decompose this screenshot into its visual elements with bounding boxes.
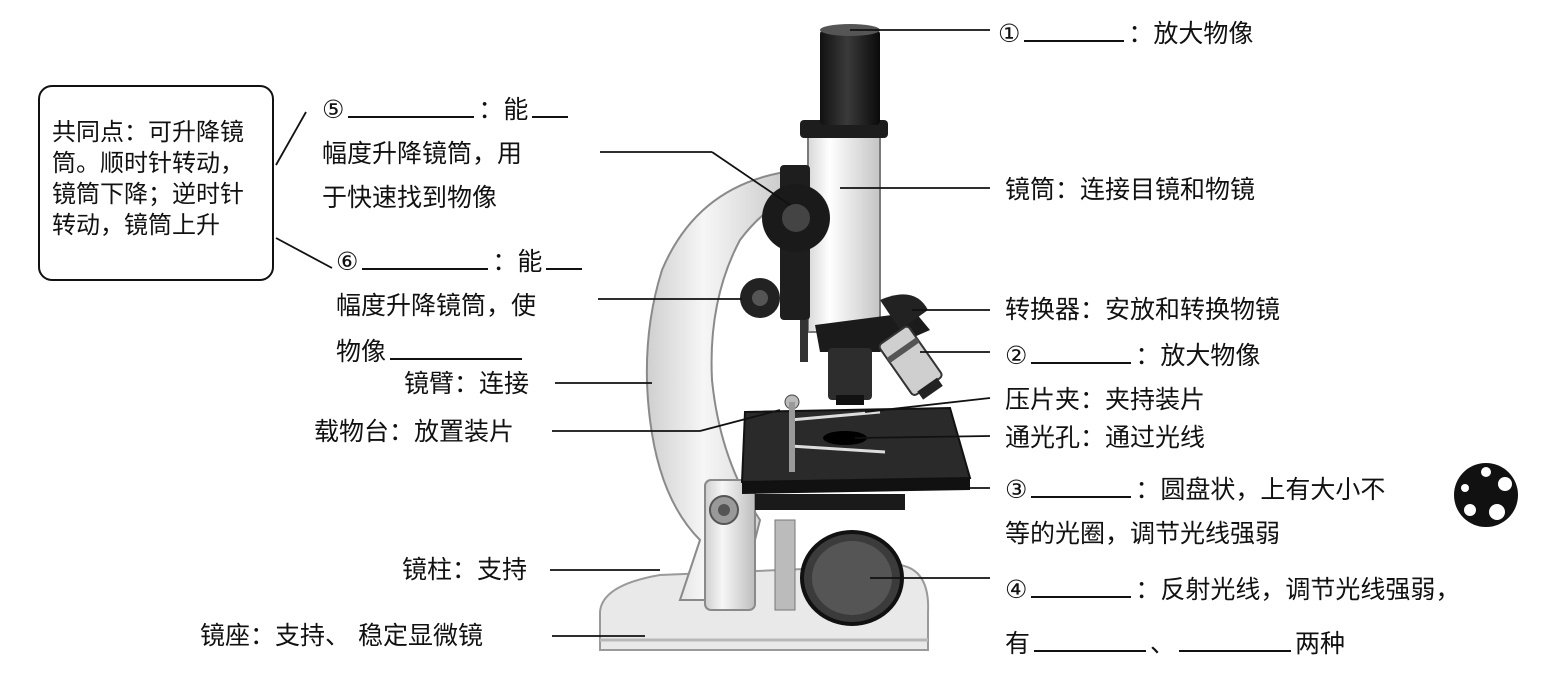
label-coarse-line3: 于快速找到物像 [322,183,498,212]
label-base: 镜座：支持、 稳定显微镜 [200,621,483,650]
label-tube: 镜筒：连接目镜和物镜 [1005,175,1256,204]
microscope-tube [800,24,888,333]
answer-blank-6c [390,334,523,360]
diaphragm-disc-icon [1454,463,1518,527]
label-objective: ②：放大物像 [1005,338,1260,372]
answer-blank-3 [1031,472,1132,498]
answer-blank-6b [546,244,583,270]
label-arm: 镜臂：连接 [404,369,530,398]
label-pillar: 镜柱：支持 [402,555,528,584]
label-mirror-line2: 有、两种 [1005,626,1345,660]
label-diaphragm: ③：圆盘状，上有大小不 [1005,472,1385,506]
label-number-1: ① [998,19,1021,48]
label-fine-line3: 物像 [336,334,526,368]
label-light-hole: 通光孔：通过光线 [1005,423,1206,452]
answer-blank-6 [362,244,489,270]
label-number-2: ② [1005,341,1028,370]
microscope-arm [645,168,812,601]
answer-blank-5 [348,92,475,118]
focus-knobs [740,165,830,362]
label-number-6: ⑥ [336,247,359,276]
label-number-4: ④ [1005,575,1028,604]
diaphragm-body [755,494,905,510]
microscope-pillar [704,479,756,611]
label-diaphragm-line2: 等的光圈，调节光线强弱 [1005,519,1281,548]
label-coarse-adjustment: ⑤：能 [322,92,572,126]
microscope-stage [740,394,972,494]
answer-blank-2 [1031,338,1132,364]
nosepiece [815,294,943,405]
label-coarse-line2: 幅度升降镜筒，用 [322,139,523,168]
answer-blank-1 [1024,16,1125,42]
label-mirror: ④：反射光线，调节光线强弱， [1005,572,1460,606]
label-stage: 载物台：放置装片 [314,417,515,446]
label-fine-line2: 幅度升降镜筒，使 [336,291,537,320]
label-eyepiece: ①：放大物像 [998,16,1253,50]
microscope-mirror [774,519,904,626]
label-number-3: ③ [1005,475,1028,504]
label-nosepiece: 转换器：安放和转换物镜 [1005,295,1281,324]
answer-blank-4c [1179,626,1292,652]
label-fine-adjustment: ⑥：能 [336,244,586,278]
common-feature-note: 共同点：可升降镜筒。顺时针转动，镜筒下降；逆时针转动，镜筒上升 [38,85,274,281]
answer-blank-4b [1034,626,1147,652]
answer-blank-4 [1031,572,1132,598]
leader-lines [275,29,991,637]
label-number-5: ⑤ [322,95,345,124]
answer-blank-5b [532,92,569,118]
label-clip: 压片夹：夹持装片 [1005,385,1206,414]
